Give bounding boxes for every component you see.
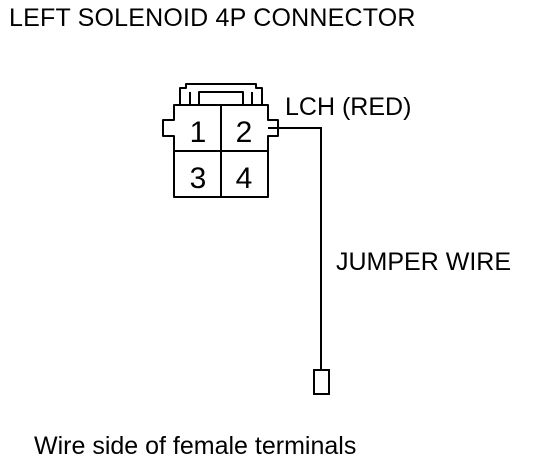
diagram-caption: Wire side of female terminals [34,432,357,460]
pin-4-label: 4 [236,162,253,195]
diagram-title: LEFT SOLENOID 4P CONNECTOR [9,4,416,32]
jumper-wire-terminal [313,369,330,395]
jumper-wire-label: JUMPER WIRE [336,248,511,276]
wire-color-label: LCH (RED) [285,93,412,121]
jumper-wire [268,127,322,370]
pin-3-label: 3 [190,162,207,195]
connector-4p [162,83,279,198]
pin-2-label: 2 [236,116,253,149]
connector-lock-inner [198,91,244,106]
pin-1-label: 1 [190,116,207,149]
